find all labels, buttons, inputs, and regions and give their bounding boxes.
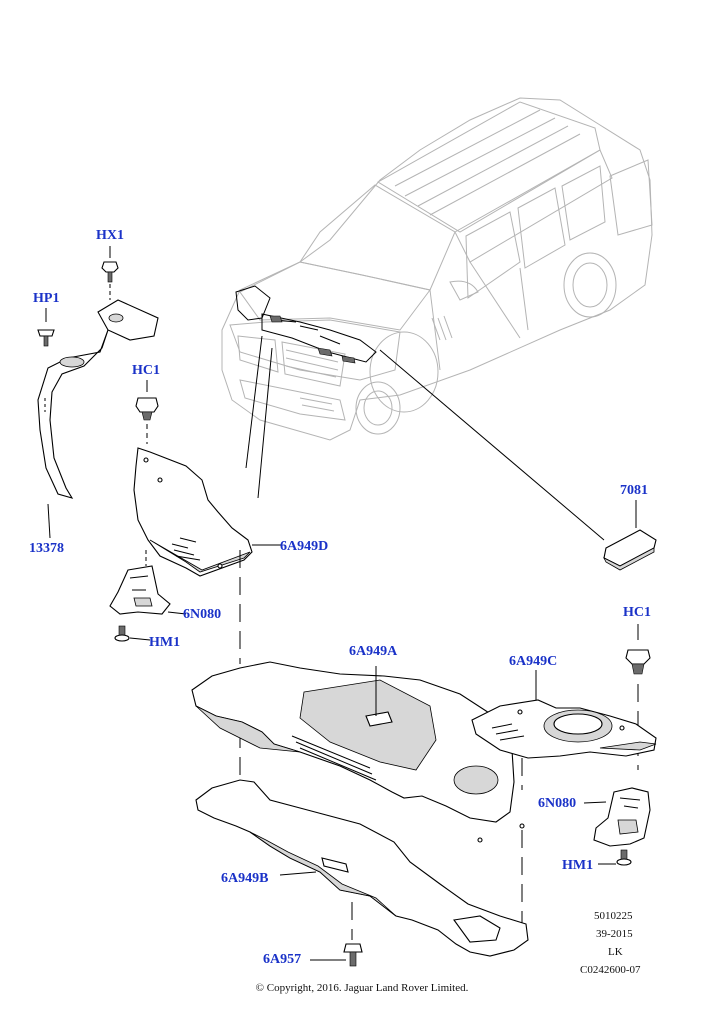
clip-6a957 xyxy=(310,943,363,967)
callout-hc1-left[interactable]: HC1 xyxy=(132,363,160,378)
leader-line xyxy=(257,347,273,499)
part-6a949c-shield xyxy=(471,670,657,759)
callout-hp1[interactable]: HP1 xyxy=(33,291,60,306)
clip-hc1-left xyxy=(135,380,159,444)
callout-hx1[interactable]: HX1 xyxy=(96,228,124,243)
clip-hp1 xyxy=(37,308,55,347)
callout-13378[interactable]: 13378 xyxy=(29,541,64,556)
vehicle-illustration xyxy=(221,97,653,441)
reference-code: LK xyxy=(608,946,623,958)
part-6a949a-shield xyxy=(191,661,525,843)
callout-hm1-right[interactable]: HM1 xyxy=(562,858,594,873)
reference-illustration-id: C0242600-07 xyxy=(580,964,641,976)
part-6a949d-shield xyxy=(133,447,282,577)
part-6n080-left xyxy=(109,550,187,615)
callout-6a949b[interactable]: 6A949B xyxy=(221,871,269,886)
leader-line xyxy=(245,335,263,469)
clip-hc1-right xyxy=(625,624,651,675)
clip-hm1-right xyxy=(598,849,632,866)
part-6a949b-shield xyxy=(195,779,529,957)
part-6n080-right xyxy=(583,787,651,847)
callout-6a949d[interactable]: 6A949D xyxy=(280,539,329,554)
callout-6a957[interactable]: 6A957 xyxy=(263,952,302,967)
clip-hx1 xyxy=(101,246,119,300)
callout-6a949c[interactable]: 6A949C xyxy=(509,654,558,669)
part-7081-plate xyxy=(603,500,657,571)
callout-6n080-right[interactable]: 6N080 xyxy=(538,796,577,811)
reference-date: 39-2015 xyxy=(596,928,633,940)
callout-6n080-left[interactable]: 6N080 xyxy=(183,607,222,622)
callout-hm1-left[interactable]: HM1 xyxy=(149,635,181,650)
callout-7081[interactable]: 7081 xyxy=(620,483,648,498)
callout-hc1-right[interactable]: HC1 xyxy=(623,605,651,620)
callout-6a949a[interactable]: 6A949A xyxy=(349,644,398,659)
reference-number: 5010225 xyxy=(594,910,633,922)
clip-hm1-left xyxy=(114,625,151,642)
part-13378-duct xyxy=(37,299,159,539)
leader-line xyxy=(379,349,605,541)
copyright-notice: © Copyright, 2016. Jaguar Land Rover Lim… xyxy=(255,982,469,994)
